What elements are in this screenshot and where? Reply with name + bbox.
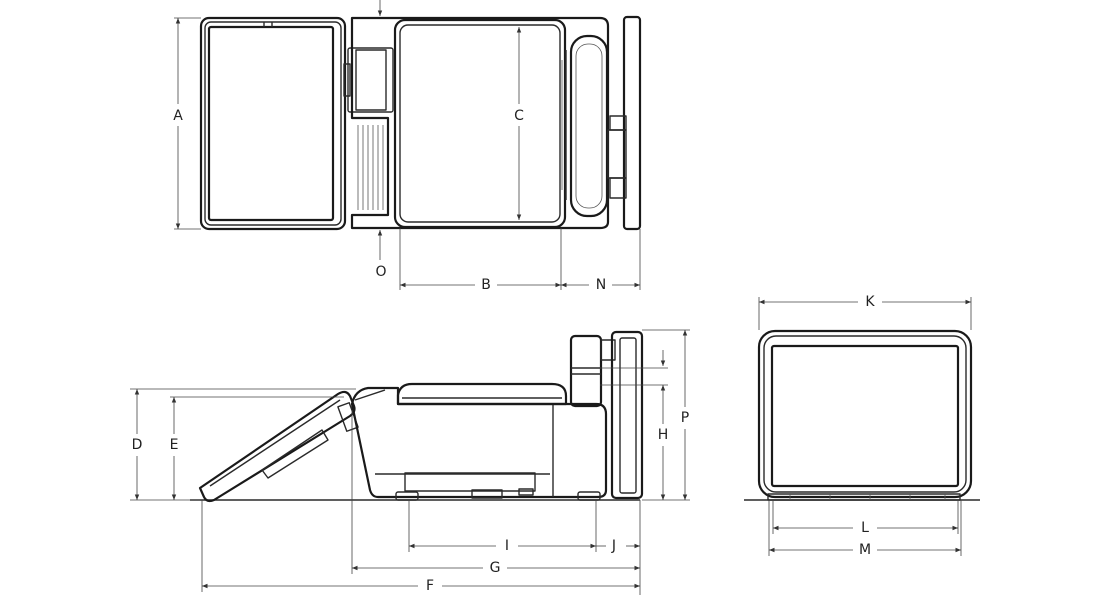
dim-label-O: O (375, 264, 386, 280)
customer-display-side (198, 390, 356, 503)
scale-body-top (350, 16, 610, 230)
dim-label-N: N (596, 277, 606, 293)
operator-display-edge (622, 15, 642, 231)
display-arm (347, 47, 394, 113)
customer-display-outline (199, 16, 347, 231)
dim-label-G: G (490, 560, 501, 576)
dim-label-L: L (861, 520, 869, 536)
display-post (569, 334, 603, 408)
dim-label-A: A (173, 108, 183, 124)
operator-display-front (757, 329, 973, 499)
side-view: D E H P I J G F (130, 329, 690, 595)
dim-label-I: I (505, 538, 509, 554)
dim-label-H: H (658, 427, 669, 443)
dim-label-C: C (514, 108, 524, 124)
customer-display-bezel (204, 21, 342, 226)
dim-label-M: M (859, 542, 871, 558)
platter-side (396, 382, 568, 406)
top-view: A C O B N (173, 0, 642, 293)
dim-label-P: P (681, 410, 689, 426)
dim-label-B: B (481, 277, 491, 293)
operator-display-screen (770, 344, 960, 488)
handle-column (569, 34, 609, 218)
dim-label-J: J (611, 538, 616, 554)
dim-label-D: D (132, 437, 143, 453)
customer-display-screen (207, 25, 335, 222)
front-view: K L M (744, 294, 980, 558)
dim-label-K: K (865, 294, 875, 310)
scale-body-side (350, 386, 608, 499)
weighing-platter (393, 18, 567, 229)
operator-display-side (610, 330, 644, 500)
dim-label-E: E (170, 437, 179, 453)
dim-label-F: F (426, 578, 434, 594)
